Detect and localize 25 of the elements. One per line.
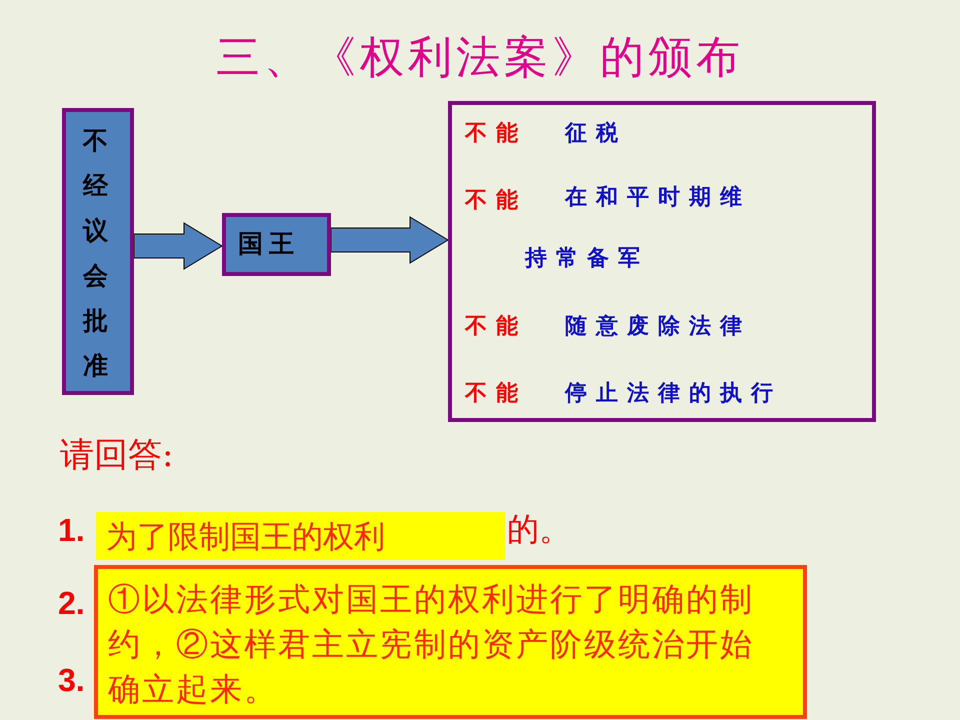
question-number: 2. [58, 585, 85, 622]
answer-text: ①以法律形式对国王的权利进行了明确的制约，②这样君主立宪制的资产阶级统治开始确立起来。 [108, 579, 755, 710]
block-arrow [330, 216, 449, 264]
question-heading: 请回答: [60, 434, 174, 477]
answer-box [96, 512, 505, 560]
vertical-text: 不经议会批准 [83, 125, 109, 382]
restrictions-box [448, 101, 876, 422]
prohibition-word: 不能 [465, 313, 527, 341]
question-number: 1. [58, 512, 85, 549]
answer-text: 为了限制国王的权利 [106, 518, 385, 557]
prohibition-word: 不能 [465, 380, 527, 408]
king-box [222, 213, 331, 276]
restriction-text: 停止法律的执行 [565, 380, 782, 408]
restriction-text: 征税 [565, 120, 627, 148]
restriction-text: 随意废除法律 [565, 313, 751, 341]
box-label: 国王 [238, 228, 300, 260]
slide-title: 三、《权利法案》的颁布 [215, 31, 745, 85]
block-arrow [134, 222, 223, 270]
prohibition-word: 不能 [465, 187, 527, 215]
prohibition-word: 不能 [465, 120, 527, 148]
restriction-text: 在和平时期维持常备军 [525, 184, 752, 273]
answer-box [94, 565, 807, 719]
question-text: 的。 [507, 509, 571, 550]
vertical-box [62, 108, 134, 395]
question-number: 3. [58, 662, 85, 699]
